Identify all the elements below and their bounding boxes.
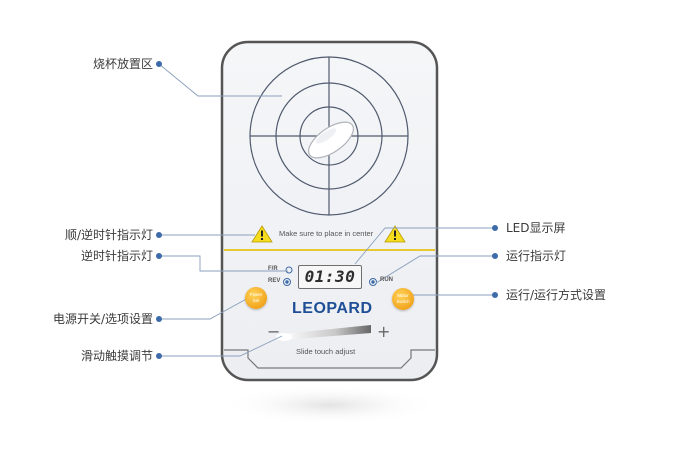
brand-logo: LEOPARD (292, 300, 373, 317)
callout-slide-adjust: 滑动触摸调节 (80, 349, 153, 363)
rev-label: REV (268, 278, 281, 284)
motor-switch-button[interactable]: Motor Switch (392, 288, 414, 310)
motor-button-line1: Motor (397, 293, 409, 298)
fr-indicator-icon (285, 266, 293, 274)
led-display: 01:30 (298, 265, 362, 289)
plus-icon[interactable]: + (377, 322, 391, 341)
run-indicator-icon (369, 278, 377, 286)
minus-icon[interactable]: − (267, 322, 281, 341)
warning-icon-left (251, 225, 273, 243)
leader-lines (158, 63, 495, 357)
touch-slider[interactable] (276, 325, 371, 341)
callout-cw-ccw-indicator: 顺/逆时针指示灯 (64, 228, 153, 242)
stir-bar-icon (308, 121, 354, 159)
floor-reflection (220, 385, 440, 425)
power-button-line1: Power (249, 292, 263, 297)
slide-touch-label: Slide touch adjust (296, 347, 356, 356)
power-set-button[interactable]: Power Set (245, 287, 267, 309)
fr-label: F/R (268, 266, 278, 272)
callout-led-display: LED显示屏 (506, 221, 566, 235)
callout-run-indicator: 运行指示灯 (506, 249, 567, 263)
run-label: RUN (380, 277, 393, 283)
callout-ccw-indicator: 逆时针指示灯 (80, 249, 153, 263)
bottom-notch (224, 349, 435, 369)
warning-text: Make sure to place in center (279, 229, 374, 238)
rev-indicator-icon (283, 278, 291, 286)
motor-button-line2: Switch (396, 299, 410, 304)
power-button-line2: Set (252, 298, 260, 303)
callout-dots (156, 61, 498, 359)
warning-icon-right (384, 225, 406, 243)
callout-beaker-area: 烧杯放置区 (92, 57, 153, 71)
callout-run-mode-setting: 运行/运行方式设置 (506, 288, 607, 302)
callout-power-option: 电源开关/选项设置 (52, 312, 153, 326)
